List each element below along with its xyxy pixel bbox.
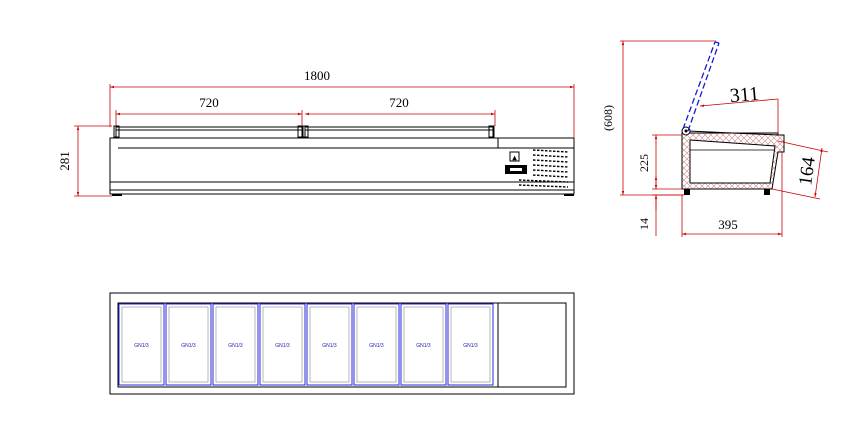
front-dimensions bbox=[74, 84, 575, 197]
gn-pan-label: GN1/3 bbox=[275, 343, 290, 349]
gn-pan-label: GN1/3 bbox=[463, 343, 478, 349]
top-frame bbox=[109, 292, 575, 395]
gn-pan: GN1/3 bbox=[447, 303, 494, 386]
height-label: 281 bbox=[57, 151, 72, 171]
side-feet bbox=[684, 189, 770, 195]
lid-right-width-label: 720 bbox=[389, 95, 409, 110]
open-height-label: (608) bbox=[601, 105, 615, 131]
gn-pan: GN1/3 bbox=[212, 303, 259, 386]
front-height-label: 164 bbox=[795, 155, 820, 187]
front-lid-left bbox=[113, 125, 304, 139]
control-panel: ▲ bbox=[505, 151, 527, 174]
gn-pan-label: GN1/3 bbox=[369, 343, 384, 349]
gn-pan-label: GN1/3 bbox=[181, 343, 196, 349]
front-body bbox=[109, 137, 575, 195]
gn-pan-label: GN1/3 bbox=[228, 343, 243, 349]
ventilation-grille bbox=[518, 149, 569, 188]
gn-pan-label: GN1/3 bbox=[134, 343, 149, 349]
open-lid bbox=[682, 41, 720, 132]
gn-pan: GN1/3 bbox=[306, 303, 353, 386]
gn-pan: GN1/3 bbox=[353, 303, 400, 386]
front-feet bbox=[112, 194, 574, 196]
body-height-label: 225 bbox=[637, 154, 651, 172]
gn-pan-label: GN1/3 bbox=[322, 343, 337, 349]
depth-label: 395 bbox=[718, 217, 738, 232]
gn-pan: GN1/3 bbox=[165, 303, 212, 386]
front-lid-right bbox=[302, 125, 495, 139]
side-body bbox=[681, 130, 785, 190]
gn-pan: GN1/3 bbox=[400, 303, 447, 386]
side-hinge bbox=[681, 126, 691, 136]
overall-width-label: 1800 bbox=[304, 68, 330, 83]
lid-depth-label: 311 bbox=[729, 83, 760, 107]
lid-left-width-label: 720 bbox=[199, 95, 219, 110]
side-view: (608) 311 225 14 395 164 bbox=[601, 40, 829, 237]
side-dimensions bbox=[620, 40, 829, 237]
gn-pan: GN1/3 bbox=[118, 303, 165, 386]
gn-pan: GN1/3 bbox=[259, 303, 306, 386]
front-view: ▲ 1800 720 720 281 bbox=[57, 68, 575, 197]
foot-height-label: 14 bbox=[637, 218, 651, 230]
top-view: GN1/3 GN1/3 GN1/3 GN1/3 GN1/3 GN1/3 bbox=[109, 292, 575, 395]
thermostat-icon: ▲ bbox=[512, 155, 517, 162]
gn-pan-label: GN1/3 bbox=[416, 343, 431, 349]
